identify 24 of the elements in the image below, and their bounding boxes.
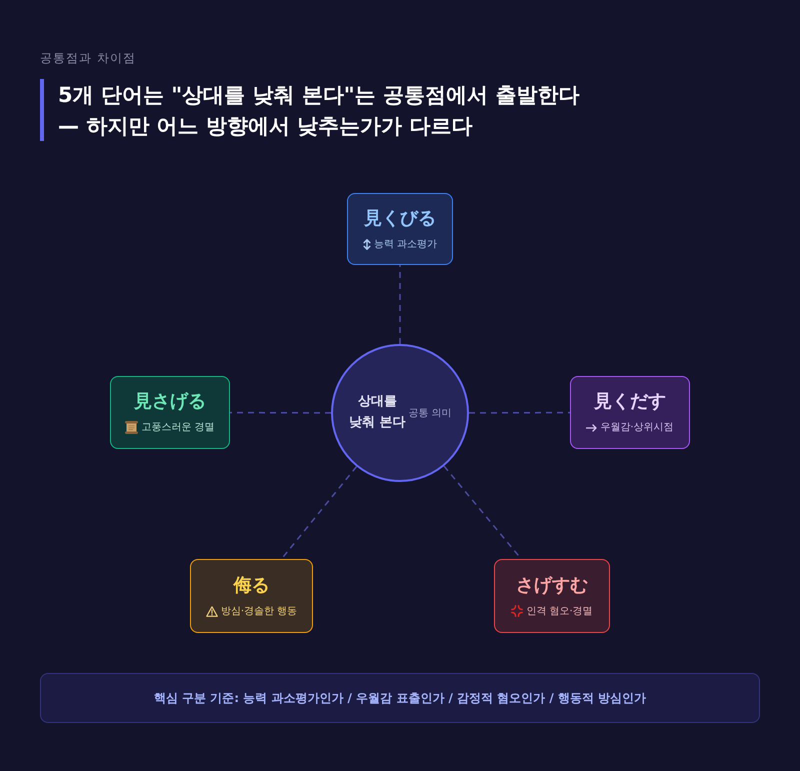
term-note: 고풍스러운 경멸 (141, 421, 215, 434)
term-box (190, 559, 313, 633)
connector-line (280, 466, 358, 560)
term-box (110, 376, 230, 449)
eyebrow-label: 공통점과 차이점 (40, 50, 136, 66)
concept-text: 상대를 낮춰 본다 (348, 393, 406, 432)
term-note: 능력 과소평가 (374, 238, 438, 250)
term-title: 侮る (234, 574, 270, 596)
term-box (570, 376, 690, 449)
term-box (494, 559, 610, 633)
term-note: 우월감·상위시점 (600, 421, 674, 434)
term-title: 見さげる (134, 391, 206, 413)
heading: 5개 단어는 "상대를 낮춰 본다"는 공통점에서 출발한다 — 하지만 어느 방향에서 낮추는가가 다르다 (58, 82, 580, 140)
term-title: さげすむ (516, 574, 588, 596)
term-note: 방심·경솔한 행동 (220, 604, 298, 618)
connector-line (469, 412, 570, 414)
term-title: 見くびる (364, 208, 436, 230)
connector-line (399, 265, 401, 344)
connector-line (230, 412, 331, 414)
term-box (347, 193, 453, 265)
concept-note: 공통 의미 (408, 406, 452, 420)
criteria-band: 핵심 구분 기준: 능력 과소평가인가 / 우월감 표출인가 / 감정적 혐오인가 / 행동적 방심인가 (40, 673, 760, 723)
term-title: 見くだす (594, 391, 666, 413)
term-note: 인격 혐오·경멸 (526, 604, 593, 618)
